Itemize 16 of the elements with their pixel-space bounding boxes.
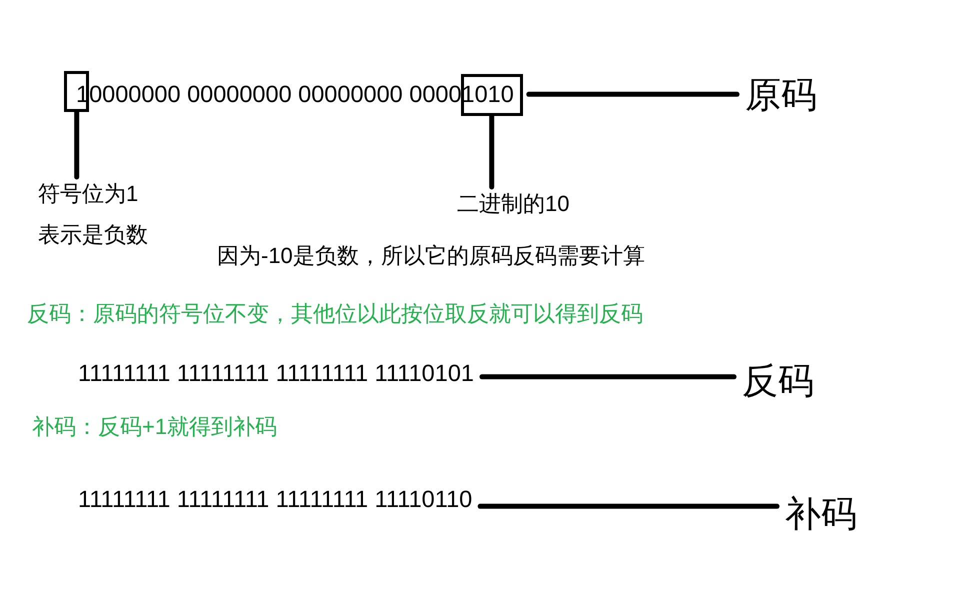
connector-line: [478, 504, 780, 509]
explanation-text: 反码：原码的符号位不变，其他位以此按位取反就可以得到反码: [27, 301, 643, 328]
connector-line: [480, 374, 736, 380]
explanation-text: 补码：反码+1就得到补码: [32, 414, 278, 440]
leader-line: [489, 114, 494, 190]
annotation-text: 二进制的10: [457, 191, 570, 218]
binary-code: 11111111 11111111 11111111 11110101: [78, 359, 474, 388]
code-name-label: 原码: [745, 73, 817, 116]
connector-line: [526, 92, 740, 97]
note-text: 因为-10是负数，所以它的原码反码需要计算: [217, 243, 645, 270]
leader-line: [74, 110, 80, 180]
code-name-label: 补码: [785, 492, 857, 536]
binary-code: 11111111 11111111 11111111 11110110: [78, 485, 472, 514]
code-name-label: 反码: [742, 359, 814, 402]
annotation-text: 表示是负数: [38, 222, 148, 249]
annotation-text: 符号位为1: [38, 181, 140, 208]
